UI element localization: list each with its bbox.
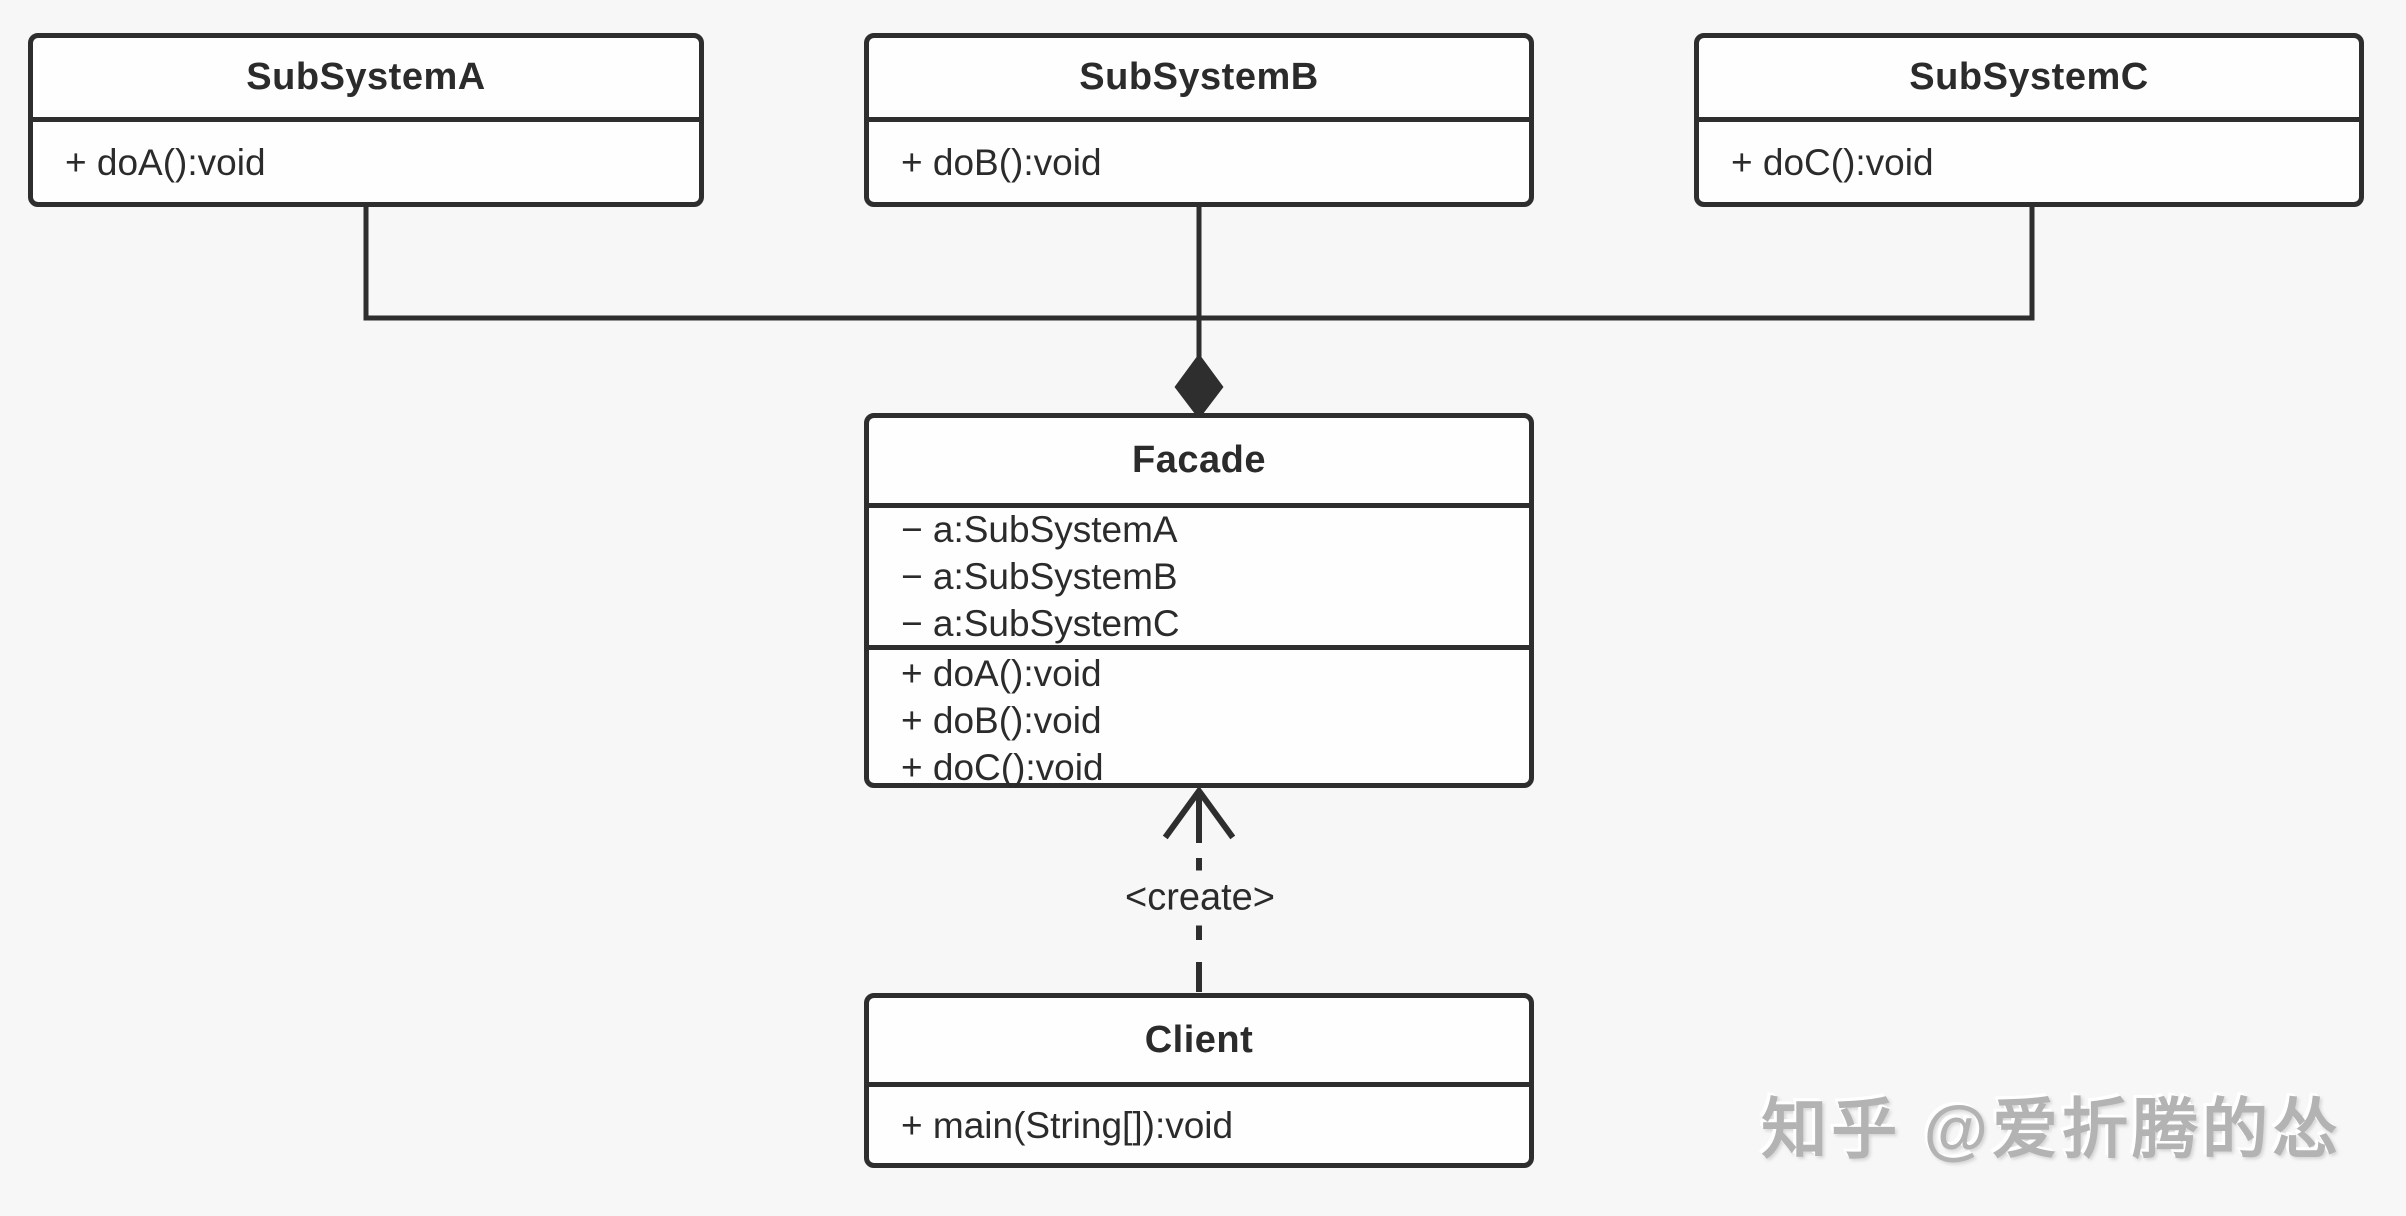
class-client-methods-section: + main(String[]):void — [869, 1082, 1529, 1163]
class-client: Client + main(String[]):void — [864, 993, 1534, 1168]
class-facade-title: Facade — [1132, 439, 1266, 481]
attribute-row: − a:SubSystemC — [901, 603, 1180, 644]
class-facade-attributes-section: − a:SubSystemA − a:SubSystemB − a:SubSys… — [869, 503, 1529, 645]
method-row: + doB():void — [901, 700, 1102, 741]
class-subsystemc-methods-section: + doC():void — [1699, 117, 2359, 202]
class-subsystema: SubSystemA + doA():void — [28, 33, 704, 207]
class-facade-methods-section: + doA():void + doB():void + doC():void — [869, 645, 1529, 791]
class-subsystemb-title: SubSystemB — [1079, 56, 1319, 98]
method-row: + doC():void — [901, 747, 1104, 788]
attribute-row: − a:SubSystemB — [901, 556, 1178, 597]
class-facade: Facade − a:SubSystemA − a:SubSystemB − a… — [864, 413, 1534, 788]
class-subsystemb-methods-section: + doB():void — [869, 117, 1529, 202]
dependency-arrowhead — [1162, 785, 1236, 840]
class-subsystemc: SubSystemC + doC():void — [1694, 33, 2364, 207]
class-subsystema-title: SubSystemA — [246, 56, 486, 98]
method-row: + doA():void — [901, 653, 1102, 694]
class-subsystemc-title: SubSystemC — [1909, 56, 2149, 98]
composition-diamond — [1174, 353, 1224, 420]
attribute-row: − a:SubSystemA — [901, 509, 1178, 550]
method-row: + doC():void — [1731, 141, 1934, 183]
method-row: + doA():void — [65, 141, 266, 183]
method-row: + doB():void — [901, 141, 1102, 183]
class-subsystemb: SubSystemB + doB():void — [864, 33, 1534, 207]
watermark-text: 知乎 @爱折腾的怂 — [1761, 1092, 2342, 1166]
create-dependency-label: <create> — [1111, 870, 1289, 926]
method-row: + main(String[]):void — [901, 1104, 1234, 1146]
class-subsystema-methods-section: + doA():void — [33, 117, 699, 202]
class-client-title: Client — [1144, 1018, 1254, 1061]
